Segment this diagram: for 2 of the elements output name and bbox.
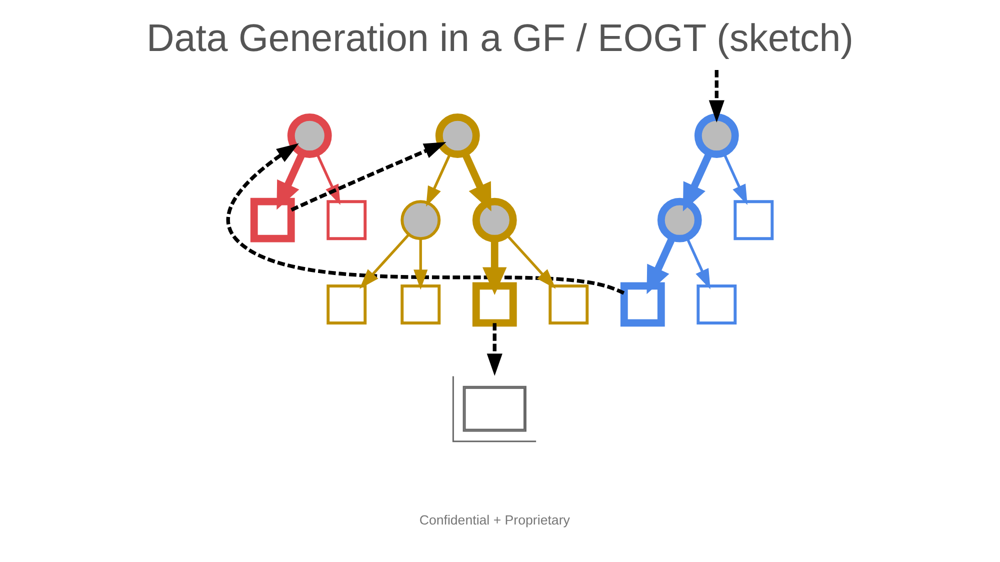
- diagram-title: Data Generation in a GF / EOGT (sketch): [146, 16, 854, 60]
- label: Confidential + Proprietary: [419, 512, 570, 528]
